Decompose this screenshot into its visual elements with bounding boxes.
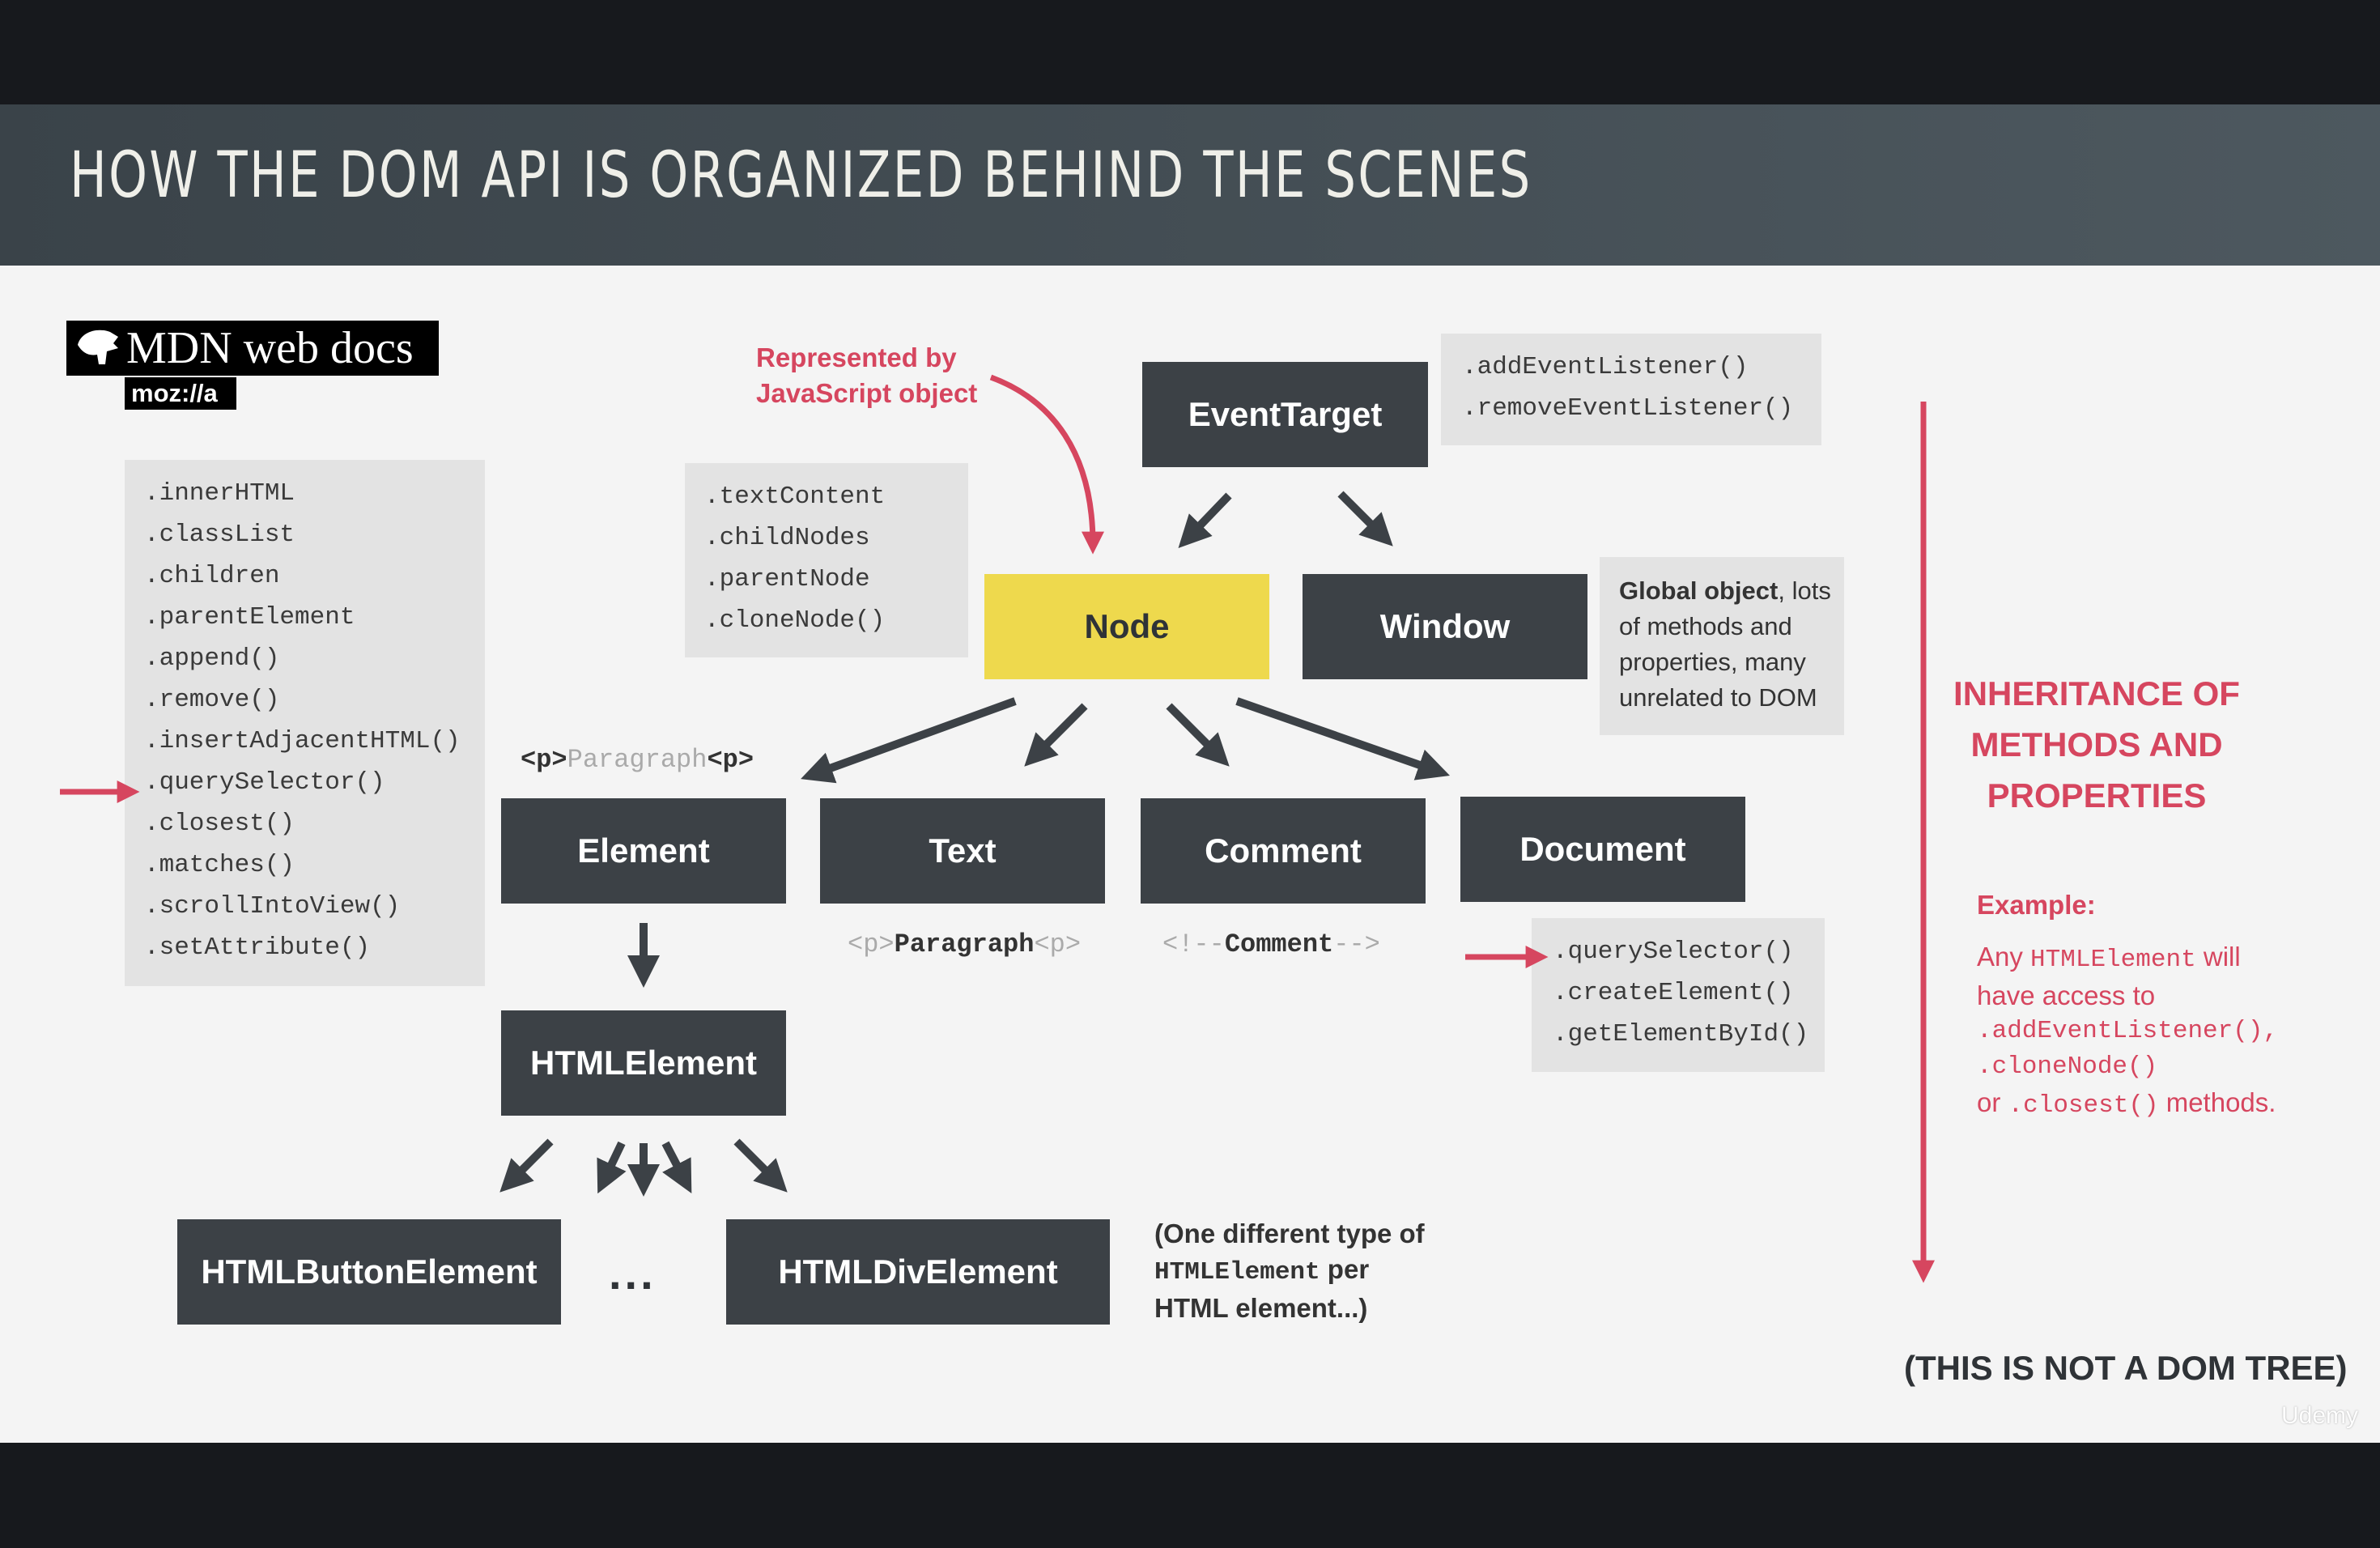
comment-example: <!--Comment-->	[1162, 929, 1380, 959]
example-tag: <p>	[521, 745, 567, 775]
document-methods-panel: .querySelector() .createElement() .getEl…	[1532, 918, 1825, 1072]
node-methods-panel: .textContent .childNodes .parentNode .cl…	[685, 463, 968, 657]
example-text: or	[1977, 1087, 2008, 1117]
method-item: .cloneNode()	[704, 606, 886, 635]
window-note-panel: Global object, lots of methods and prope…	[1600, 557, 1844, 735]
window-note-text: unrelated to DOM	[1619, 683, 1817, 712]
method-item: .classList	[144, 521, 295, 549]
htmlelement-note-code: HTMLElement	[1154, 1258, 1320, 1286]
htmlelement-note-line: (One different type of	[1154, 1218, 1425, 1248]
method-item: .setAttribute()	[144, 933, 371, 962]
method-item: .getElementById()	[1553, 1020, 1809, 1048]
htmlelement-note: (One different type of HTMLElement per H…	[1154, 1216, 1425, 1326]
method-item: .insertAdjacentHTML()	[144, 727, 461, 755]
method-item: .parentNode	[704, 565, 870, 593]
htmlelement-note-line: per	[1320, 1254, 1370, 1284]
ellipsis: ...	[609, 1248, 657, 1299]
example-text: will	[2195, 942, 2241, 972]
arrow-eventtarget-window	[1337, 491, 1393, 546]
arrow-node-document	[1235, 697, 1450, 780]
example-tag: <!--	[1162, 929, 1225, 959]
dinosaur-icon	[78, 330, 118, 364]
method-item: .matches()	[144, 851, 295, 879]
example-heading: Example:	[1977, 890, 2096, 920]
represented-note: Represented by JavaScript object	[756, 340, 977, 411]
element-methods-panel: .innerHTML .classList .children .parentE…	[125, 460, 485, 986]
method-item: .remove()	[144, 686, 280, 714]
example-text: Paragraph	[567, 745, 708, 775]
example-code: .addEventListener(),	[1977, 1017, 2279, 1045]
method-item: .querySelector()	[144, 768, 385, 797]
represented-note-line: JavaScript object	[756, 378, 978, 408]
arrow-node-text	[1024, 703, 1088, 767]
method-item: .createElement()	[1553, 979, 1794, 1007]
udemy-watermark: Udemy	[2281, 1402, 2359, 1429]
method-item: .removeEventListener()	[1462, 394, 1794, 423]
example-tag: <p>	[1034, 929, 1082, 959]
example-code: .closest()	[2008, 1091, 2159, 1120]
method-item: .closest()	[144, 810, 295, 838]
method-item: .scrollIntoView()	[144, 892, 401, 921]
arrow-htmlelement-mid3	[661, 1141, 692, 1193]
mozilla-logo-text: moz://a	[131, 379, 218, 407]
method-item: .childNodes	[704, 524, 870, 552]
htmlbuttonelement-box: HTMLButtonElement	[177, 1219, 561, 1325]
node-box: Node	[984, 574, 1269, 679]
arrow-htmlelement-div	[733, 1138, 788, 1193]
arrow-node-element	[801, 697, 1017, 784]
method-item: .querySelector()	[1553, 938, 1794, 966]
method-item: .addEventListener()	[1462, 353, 1749, 381]
arrow-represented-node	[989, 374, 1104, 555]
example-block: Example: Any HTMLElement will have acces…	[1977, 887, 2278, 1124]
inheritance-line: INHERITANCE OF	[1953, 674, 2240, 712]
htmldivelement-box: HTMLDivElement	[726, 1219, 1110, 1325]
arrow-node-comment	[1166, 703, 1230, 767]
example-text: methods.	[2158, 1087, 2276, 1117]
title-bar	[0, 104, 2380, 266]
mozilla-logo: moz://a	[125, 377, 236, 410]
eventtarget-methods-panel: .addEventListener() .removeEventListener…	[1441, 334, 1821, 445]
inheritance-label: INHERITANCE OF METHODS AND PROPERTIES	[1943, 668, 2250, 821]
not-dom-tree-note: (THIS IS NOT A DOM TREE)	[1904, 1349, 2348, 1387]
arrow-htmlelement-mid1	[597, 1141, 627, 1194]
example-tag: -->	[1333, 929, 1380, 959]
window-note-text: , lots	[1778, 576, 1831, 605]
arrow-htmlelement-button	[499, 1138, 554, 1193]
example-text: Comment	[1224, 929, 1334, 959]
inheritance-line: METHODS AND	[1970, 725, 2223, 763]
represented-note-line: Represented by	[756, 342, 957, 372]
window-note-bold: Global object	[1619, 576, 1779, 605]
example-tag: <p>	[707, 745, 754, 775]
element-box: Element	[501, 798, 786, 904]
eventtarget-box: EventTarget	[1142, 362, 1428, 467]
slide-title: HOW THE DOM API IS ORGANIZED BEHIND THE …	[70, 139, 1532, 212]
window-note-text: of methods and	[1619, 612, 1792, 640]
document-box: Document	[1460, 797, 1745, 902]
method-item: .textContent	[704, 483, 886, 511]
arrow-eventtarget-node	[1178, 492, 1232, 548]
text-box: Text	[820, 798, 1105, 904]
window-box: Window	[1303, 574, 1587, 679]
htmlelement-box: HTMLElement	[501, 1010, 786, 1116]
method-item: .append()	[144, 644, 280, 673]
example-tag: <p>	[848, 929, 895, 959]
inheritance-line: PROPERTIES	[1987, 776, 2207, 814]
example-code: HTMLElement	[2030, 946, 2196, 974]
htmlelement-note-line: HTML element...)	[1154, 1293, 1368, 1323]
mdn-logo-text: MDN web docs	[126, 323, 414, 373]
example-text: have access to	[1977, 980, 2156, 1010]
example-text: Any	[1977, 942, 2031, 972]
text-example: <p>Paragraph<p>	[848, 929, 1081, 959]
element-example: <p>Paragraph<p>	[521, 745, 754, 775]
mdn-logo: MDN web docs	[66, 321, 439, 376]
method-item: .innerHTML	[144, 479, 295, 508]
comment-box: Comment	[1141, 798, 1426, 904]
window-note-text: properties, many	[1619, 648, 1806, 676]
method-item: .children	[144, 562, 280, 590]
example-text: Paragraph	[894, 929, 1035, 959]
example-code: .cloneNode()	[1977, 1053, 2158, 1081]
method-item: .parentElement	[144, 603, 355, 632]
